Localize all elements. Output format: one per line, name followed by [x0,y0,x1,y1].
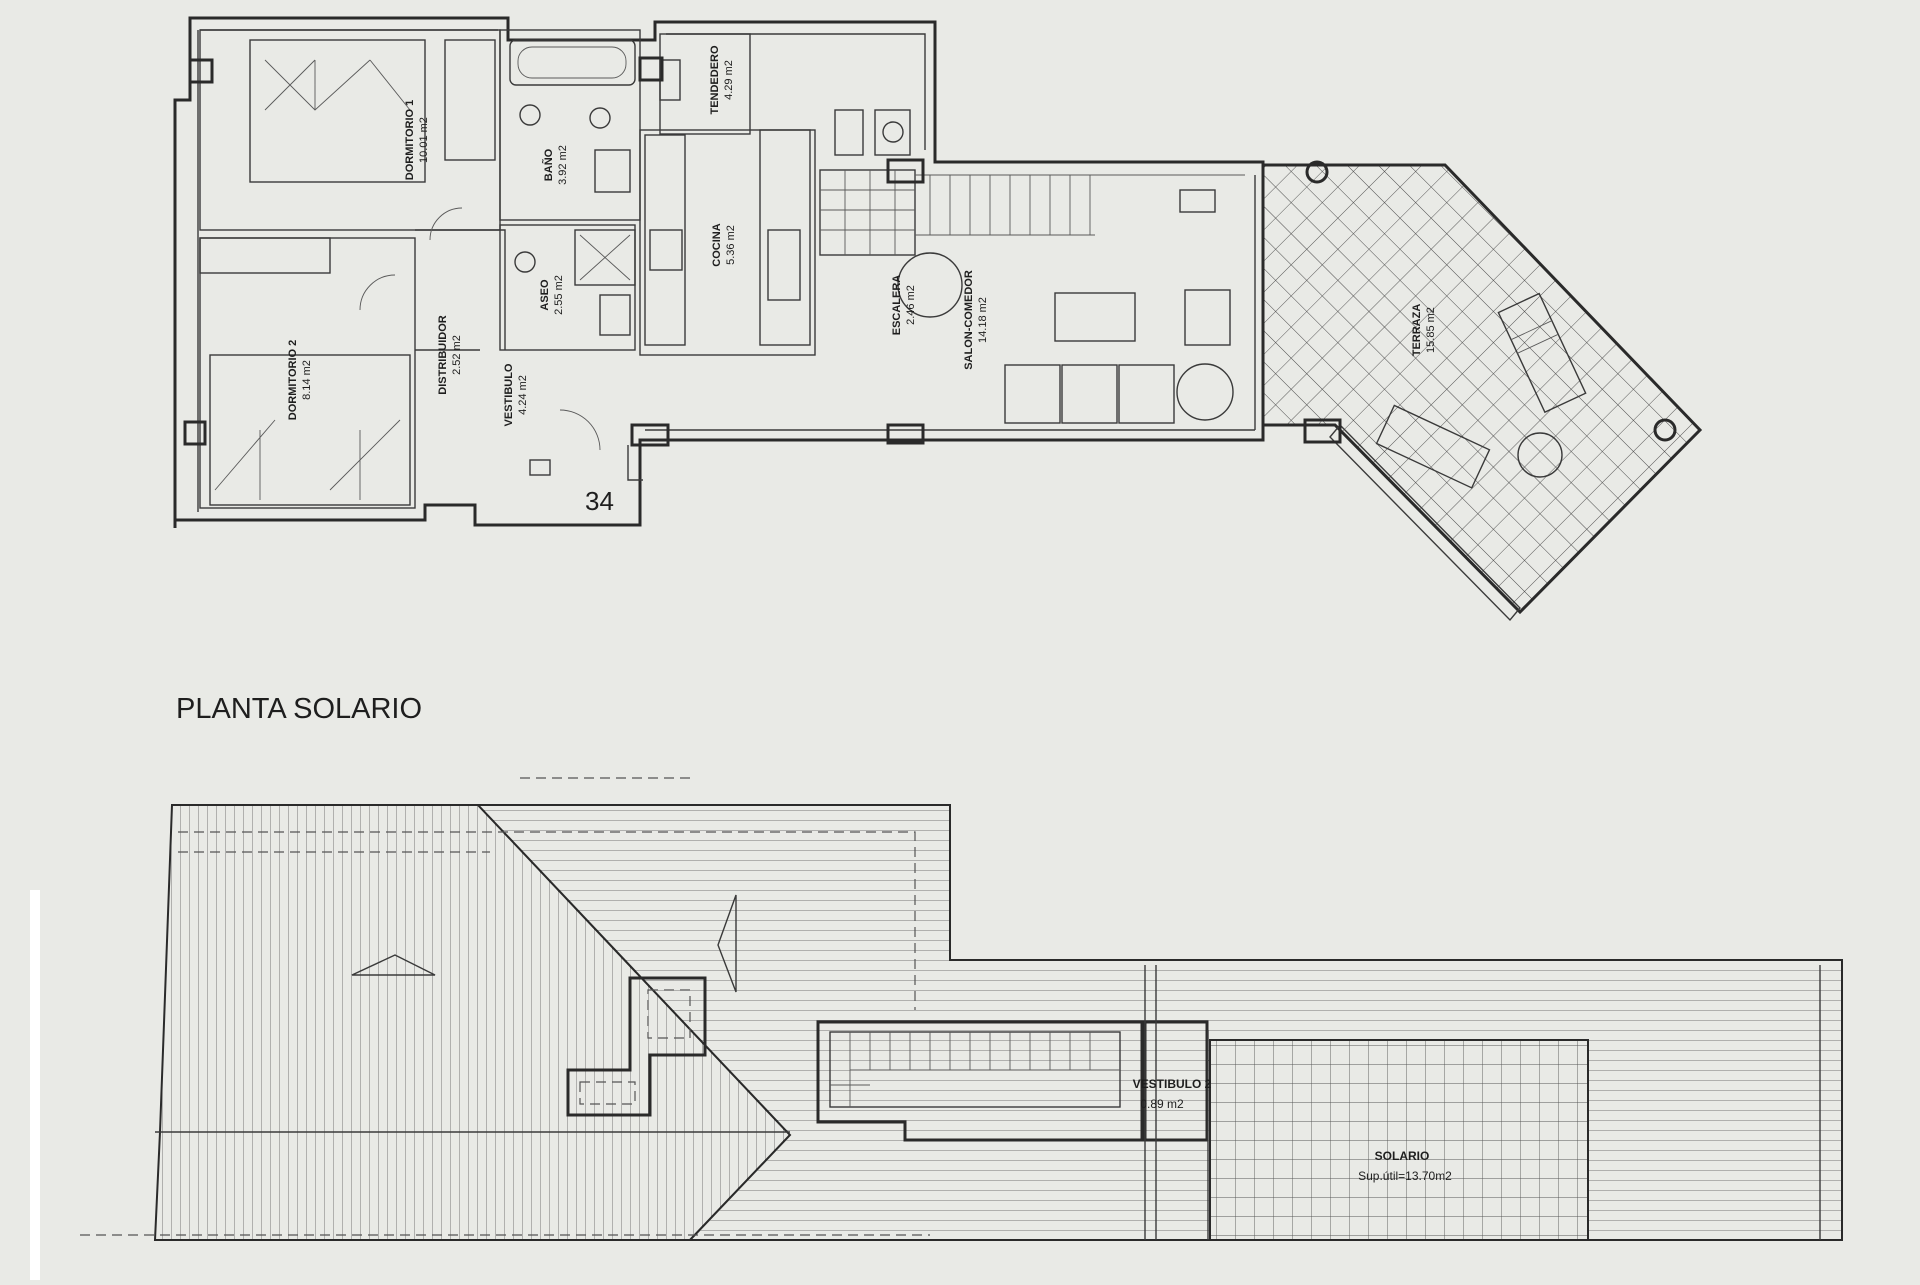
room-vestibulo-2 [1140,1020,1209,1142]
label-vestibulo: VESTIBULO [503,363,515,426]
area-dormitorio-2: 8.14 m2 [301,360,313,400]
sink-icon [594,149,631,193]
sofa-icon [1004,364,1061,424]
area-cocina: 5.36 m2 [725,225,737,265]
label-vestibulo-2: VESTIBULO 2 [1133,1077,1212,1091]
terrace-floor [1261,163,1703,615]
upper-floor-plan: DORMITORIO 1 10.01 m2 BAÑO 3.92 m2 TENDE… [173,16,1703,622]
label-bano: BAÑO [542,148,555,181]
room-bano [499,29,641,221]
area-dormitorio-1: 10.01 m2 [418,117,430,163]
coffee-table-icon [1054,292,1136,342]
label-terraza: TERRAZA [1411,304,1423,357]
roof-vent-icon [351,954,436,976]
area-distribuidor: 2.52 m2 [451,335,463,375]
unit-number: 34 [585,486,614,516]
label-distribuidor: DISTRIBUIDOR [437,315,449,395]
label-dormitorio-1: DORMITORIO 1 [404,100,416,180]
label-tendedero: TENDEDERO [709,45,721,115]
room-solario [1209,1039,1589,1241]
area-tendedero: 4.29 m2 [723,60,735,100]
label-cocina: COCINA [711,223,723,266]
room-dormitorio-1 [199,29,501,231]
outer-wall [173,16,1265,528]
label-dormitorio-2: DORMITORIO 2 [287,340,299,420]
area-terraza: 15.85 m2 [1425,307,1437,353]
label-aseo: ASEO [539,279,551,311]
room-cocina [639,129,816,356]
bathtub-icon [509,39,636,86]
area-vestibulo: 4.24 m2 [517,375,529,415]
bed-icon-2 [209,354,411,506]
label-salon-comedor: SALON-COMEDOR [963,270,975,370]
room-tendedero [659,33,751,135]
chimney [566,976,707,1117]
staircase-icon-2 [829,1031,1121,1108]
label-escalera: ESCALERA [891,275,903,336]
armchair-icon [1176,363,1234,421]
label-solario: SOLARIO [1375,1149,1430,1163]
area-vestibulo-2: 0.89 m2 [1140,1097,1184,1111]
area-bano: 3.92 m2 [557,145,569,185]
area-escalera: 2.46 m2 [905,285,917,325]
scan-edge [30,890,40,1280]
kitchen-sink-icon [767,229,801,301]
cooktop-icon [649,229,683,271]
area-salon-comedor: 14.18 m2 [977,297,989,343]
area-solario: Sup.útil=13.70m2 [1358,1169,1452,1183]
dining-table-icon [897,252,963,318]
staircase-icon [819,169,916,256]
sun-lounger-icon [1497,292,1587,414]
solarium-plan: VESTIBULO 2 0.89 m2 SOLARIO Sup.útil=13.… [80,777,1843,1241]
section-title: PLANTA SOLARIO [176,693,422,725]
area-aseo: 2.55 m2 [553,275,565,315]
bed-icon [249,39,426,183]
room-aseo [499,224,636,351]
planter-icon [1305,160,1329,184]
roof-vent-icon-2 [717,894,737,993]
